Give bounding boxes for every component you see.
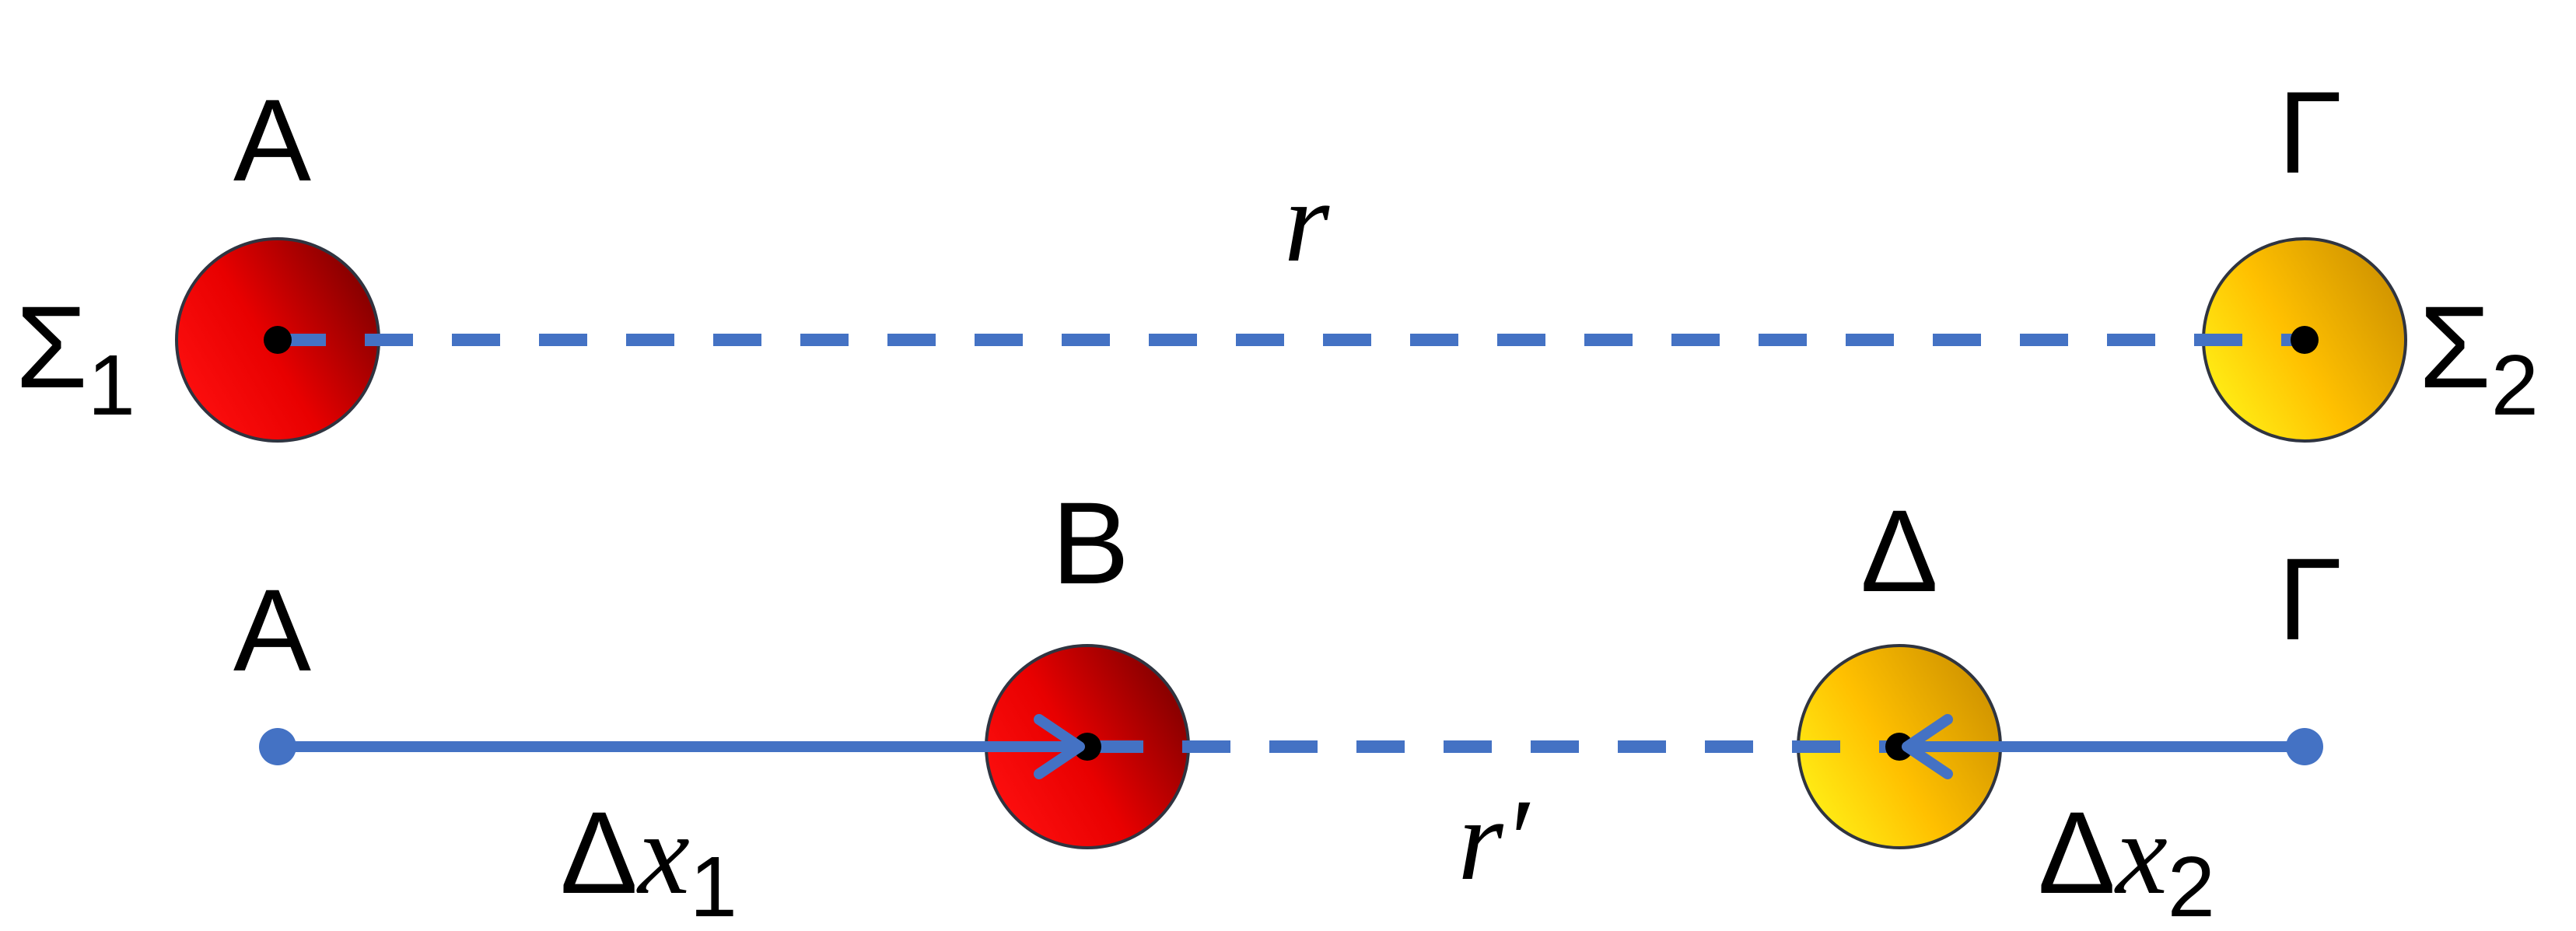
center-dot-delta (1885, 733, 1913, 761)
label-sigma1: Σ1 (16, 282, 135, 433)
center-dot-sigma2 (2291, 326, 2319, 354)
start-point-gamma (2286, 728, 2323, 765)
arrowhead-left-icon (1902, 714, 1953, 779)
label-bottom-gamma: Γ (2278, 534, 2343, 664)
top-configuration: A Γ r Σ1 Σ2 (16, 67, 2539, 443)
label-delta: Δ (1860, 485, 1938, 616)
bottom-configuration: A B Δ Γ r′ Δx1 Δx2 (233, 478, 2342, 931)
label-delta-x1: Δx1 (560, 787, 737, 931)
label-top-A: A (233, 75, 311, 205)
label-distance-r: r (1284, 157, 1330, 286)
label-top-gamma: Γ (2278, 67, 2343, 198)
arrowhead-right-icon (1034, 714, 1085, 779)
center-dot-B (1073, 733, 1101, 761)
label-delta-x2: Δx2 (2038, 787, 2215, 931)
label-bottom-A: A (233, 565, 311, 695)
center-dot-sigma1 (264, 326, 292, 354)
label-distance-r-prime: r′ (1458, 775, 1530, 905)
label-sigma2: Σ2 (2419, 282, 2539, 433)
label-B: B (1052, 478, 1129, 608)
start-point-A (259, 728, 296, 765)
